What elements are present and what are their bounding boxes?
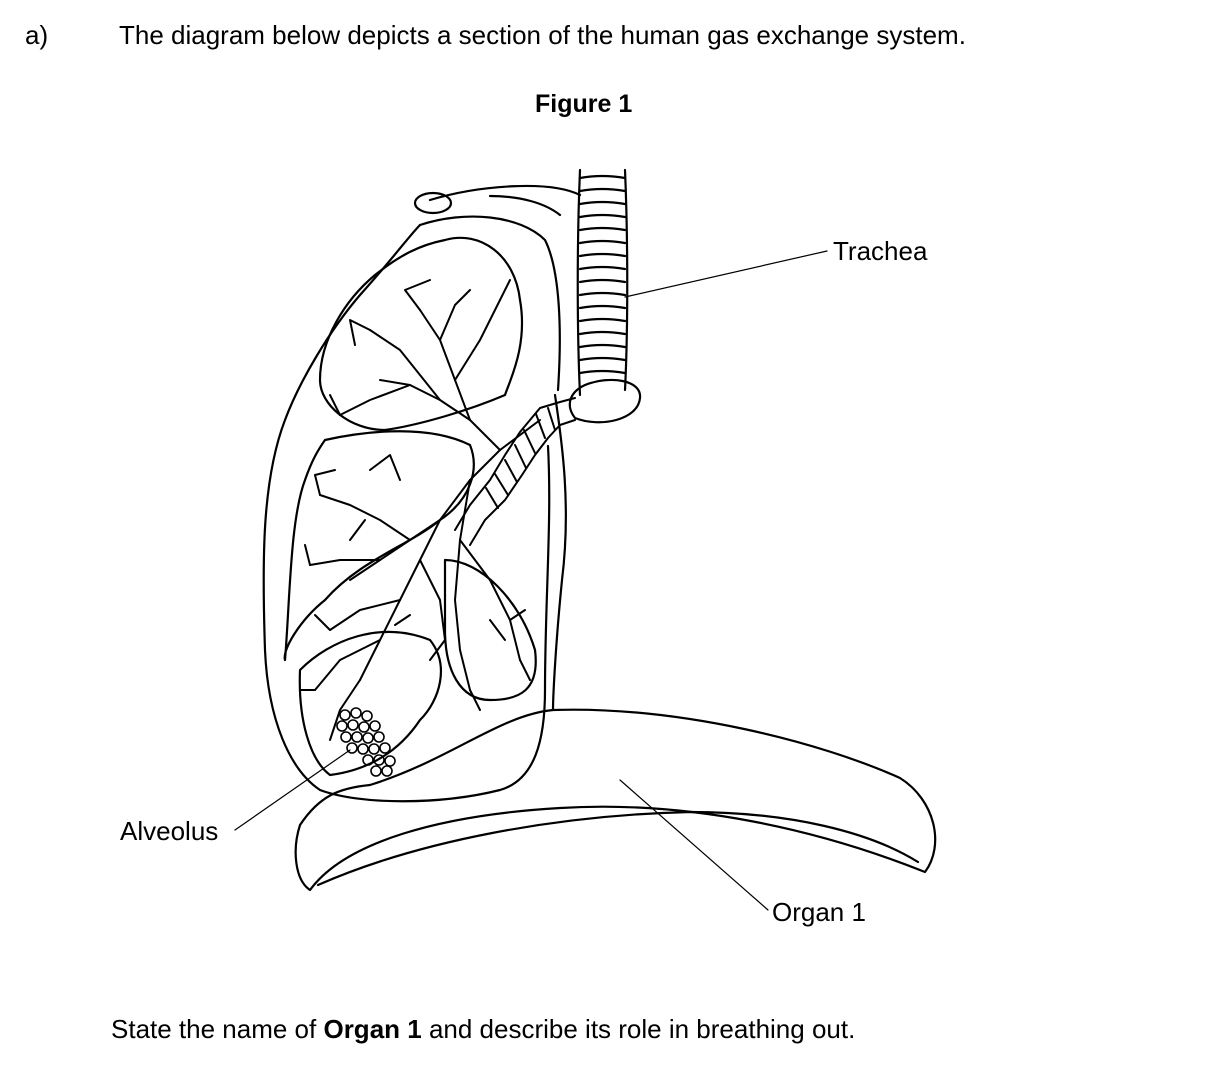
lung-outline <box>262 184 582 803</box>
figure-title: Figure 1 <box>535 90 633 118</box>
trachea-label: Trachea <box>833 236 928 266</box>
question-prompt: State the name of Organ 1 and describe i… <box>111 1014 855 1045</box>
prompt-text-before: State the name of <box>111 1014 324 1044</box>
alveolus-label: Alveolus <box>120 816 219 846</box>
alveoli-cluster <box>336 707 396 777</box>
trachea-rings <box>568 168 642 424</box>
bronchus <box>454 397 576 546</box>
lung-lobes <box>283 236 537 777</box>
organ-label: Organ 1 <box>772 897 866 927</box>
leader-lines <box>234 250 828 911</box>
prompt-text-after: and describe its role in breathing out. <box>421 1014 856 1044</box>
diaphragm <box>294 708 937 892</box>
prompt-bold-term: Organ 1 <box>323 1014 422 1044</box>
bronchiole-branches <box>299 279 541 741</box>
question-intro: The diagram below depicts a section of t… <box>119 20 966 50</box>
question-part-label: a) <box>25 20 49 50</box>
